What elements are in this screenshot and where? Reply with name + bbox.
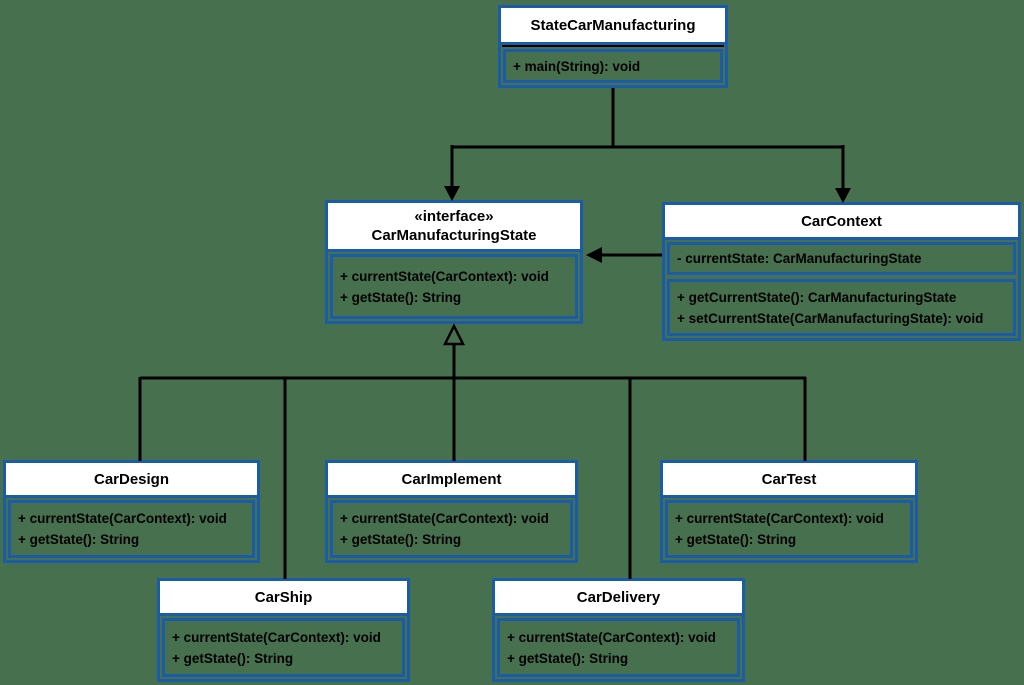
arrowhead-down-icon (444, 186, 460, 201)
methods-compartment: + main(String): void (503, 49, 723, 83)
class-car-delivery: CarDelivery + currentState(CarContext): … (492, 578, 745, 682)
class-car-manufacturing-state: «interface» CarManufacturingState + curr… (325, 200, 583, 324)
class-title: «interface» CarManufacturingState (328, 203, 580, 252)
methods-compartment: + currentState(CarContext): void + getSt… (330, 500, 573, 558)
methods-compartment: + currentState(CarContext): void + getSt… (330, 254, 578, 319)
method-label: + currentState(CarContext): void (507, 629, 716, 645)
method-label: + getState(): String (675, 532, 797, 547)
method-label: + getState(): String (172, 650, 294, 666)
method-label: + setCurrentState(CarManufacturingState)… (677, 310, 984, 326)
method-label: + currentState(CarContext): void (340, 511, 549, 526)
methods-compartment: + getCurrentState(): CarManufacturingSta… (667, 279, 1016, 336)
attributes-compartment: - currentState: CarManufacturingState (667, 242, 1016, 275)
method-label: + main(String): void (513, 58, 641, 74)
class-car-test: CarTest + currentState(CarContext): void… (660, 460, 918, 563)
class-title: CarDesign (6, 463, 257, 498)
class-title: CarTest (663, 463, 915, 498)
arrowhead-left-icon (586, 247, 602, 263)
class-title: CarContext (665, 205, 1018, 240)
method-label: + getState(): String (340, 289, 462, 305)
method-label: + getState(): String (507, 650, 629, 666)
hollow-triangle-up-icon (442, 323, 466, 346)
class-title: StateCarManufacturing (501, 8, 725, 45)
class-car-ship: CarShip + currentState(CarContext): void… (157, 578, 410, 682)
methods-compartment: + currentState(CarContext): void + getSt… (497, 618, 740, 677)
class-name-label: CarManufacturingState (371, 227, 537, 244)
class-title: CarImplement (328, 463, 575, 498)
class-car-context: CarContext - currentState: CarManufactur… (662, 202, 1021, 341)
method-label: + currentState(CarContext): void (675, 511, 884, 526)
method-label: + getState(): String (18, 532, 140, 547)
method-label: + currentState(CarContext): void (172, 629, 381, 645)
methods-compartment: + currentState(CarContext): void + getSt… (162, 618, 405, 677)
arrowhead-down-icon (835, 188, 851, 203)
method-label: + currentState(CarContext): void (18, 511, 227, 526)
method-label: + getCurrentState(): CarManufacturingSta… (677, 289, 957, 305)
class-title: CarShip (160, 581, 407, 616)
class-car-design: CarDesign + currentState(CarContext): vo… (3, 460, 260, 563)
class-title: CarDelivery (495, 581, 742, 616)
methods-compartment: + currentState(CarContext): void + getSt… (665, 500, 913, 558)
class-car-implement: CarImplement + currentState(CarContext):… (325, 460, 578, 563)
stereotype-label: «interface» (414, 208, 494, 225)
methods-compartment: + currentState(CarContext): void + getSt… (8, 500, 255, 558)
method-label: + currentState(CarContext): void (340, 268, 549, 284)
class-state-car-manufacturing: StateCarManufacturing + main(String): vo… (498, 5, 728, 88)
attribute-label: - currentState: CarManufacturingState (677, 251, 922, 266)
title-separator-line (502, 45, 724, 47)
method-label: + getState(): String (340, 532, 462, 547)
